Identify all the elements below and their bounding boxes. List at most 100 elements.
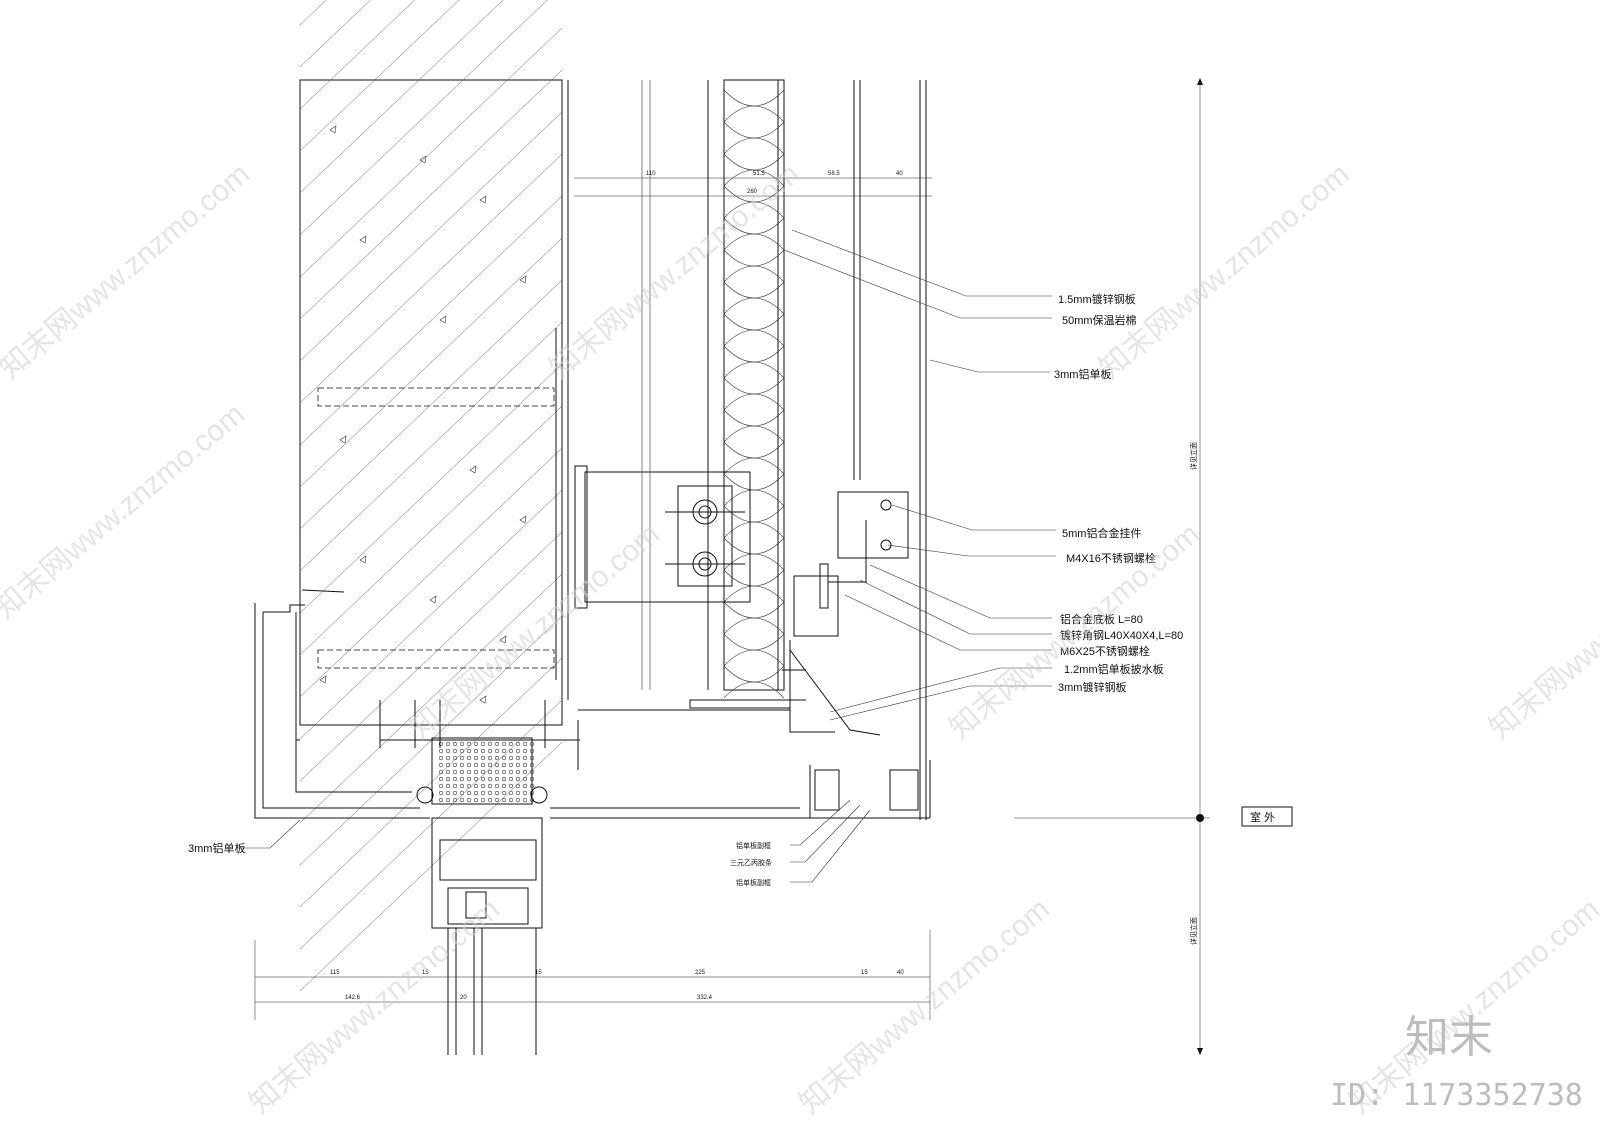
callout-label: 1.5mm镀锌钢板 (1058, 292, 1136, 306)
foam-dot (487, 790, 493, 796)
foam-dot (515, 741, 521, 747)
foam-dot (501, 769, 507, 775)
insulation-loop (723, 521, 785, 539)
insulation-loop (723, 137, 785, 155)
aggregate-mark (339, 435, 347, 444)
foam-dot (529, 741, 535, 747)
foam-dot (473, 783, 479, 789)
foam-dot (508, 776, 514, 782)
insulation-loop (723, 169, 785, 187)
foam-dot (494, 748, 500, 754)
brand-id: ID: 1173352738 (1330, 1078, 1583, 1113)
insulation-loop (723, 473, 785, 491)
foam-dot (445, 741, 451, 747)
foam-dot (480, 783, 486, 789)
bottom-dim-label: 15 (861, 970, 868, 976)
hatch-line (299, 363, 563, 614)
insulation-loop (723, 489, 785, 507)
callout-label-left: 3mm铝单板 (188, 841, 245, 855)
foam-dot (452, 783, 458, 789)
foam-dot (515, 769, 521, 775)
callout-leaders (240, 229, 1056, 883)
insulation-loop (723, 553, 785, 571)
hatch-line (299, 69, 563, 320)
foam-dot (515, 755, 521, 761)
foam-dot (445, 755, 451, 761)
foam-dot (466, 741, 472, 747)
aggregate-mark (499, 635, 507, 644)
foam-dot (529, 755, 535, 761)
hatch-line (299, 153, 563, 404)
foam-dot (473, 797, 479, 803)
bottom-frame (254, 603, 931, 819)
insulation-loop (723, 681, 785, 699)
hatch-line (299, 0, 548, 236)
foam-dot (459, 762, 465, 768)
foam-dot (501, 797, 507, 803)
foam-dot (452, 769, 458, 775)
foam-dot (494, 776, 500, 782)
foam-dot (452, 790, 458, 796)
insulation-loop (723, 617, 785, 635)
bottom-dim-label: 20 (460, 995, 467, 1001)
elevation-note: 详见立面 (1189, 917, 1198, 945)
foam-dot (487, 776, 493, 782)
elevation-axis: 详见立面 详见立面 室 外 (1014, 78, 1293, 1055)
insulation-loop (723, 633, 785, 651)
insulation-loop (723, 89, 785, 107)
foam-dot (445, 769, 451, 775)
bottom-dimension-rows: 115 15 15 225 15 40 142.6 20 332.4 (254, 930, 931, 1020)
watermark: 知末网www.znzmo.com (0, 158, 256, 386)
foam-dot (515, 748, 521, 754)
foam-dot (459, 797, 465, 803)
watermark: 知末网www.znzmo.com (543, 158, 806, 386)
callout-label-bottom: 铝单板副框 (736, 878, 771, 887)
insulation-loop (723, 329, 785, 347)
insulation-loop (723, 665, 785, 683)
foam-dot (438, 755, 444, 761)
foam-dot (438, 769, 444, 775)
insulation-loop (723, 537, 785, 555)
foam-dot (473, 769, 479, 775)
insulation-loop (723, 233, 785, 251)
hatch-line (299, 0, 416, 110)
foam-dot (501, 783, 507, 789)
foam-dot (438, 741, 444, 747)
bottom-dim-label: 115 (330, 970, 340, 976)
aggregate-mark (419, 155, 427, 164)
left-bottom-callouts: 3mm铝单板 铝单板副框 三元乙丙胶条 铝单板副框 (188, 841, 772, 887)
insulation-loop (723, 377, 785, 395)
insulation-loop (723, 505, 785, 523)
aggregate-mark (469, 465, 477, 474)
hatch-line (299, 27, 563, 278)
watermark: 知末网www.znzmo.com (243, 893, 506, 1121)
foam-dot (494, 755, 500, 761)
foam-dot (522, 776, 528, 782)
foam-dot (466, 790, 472, 796)
foam-dot (473, 748, 479, 754)
callout-label: 50mm保温岩棉 (1062, 313, 1137, 327)
foam-dot (473, 755, 479, 761)
foam-dot (487, 755, 493, 761)
foam-dot (522, 790, 528, 796)
hatch-line (299, 405, 563, 656)
top-dim-label: 110 (646, 171, 656, 177)
brand-logo: 知末 (1405, 1012, 1493, 1063)
foam-dot (459, 741, 465, 747)
foam-dot (508, 748, 514, 754)
top-dim-label: 58.5 (828, 171, 840, 177)
foam-dot (445, 748, 451, 754)
watermark: 知末网www.znzmo.com (403, 518, 666, 746)
hatch-line (299, 237, 563, 488)
hatch-line (299, 0, 460, 152)
foam-dot (445, 790, 451, 796)
foam-dot (501, 741, 507, 747)
foam-dot (487, 748, 493, 754)
callout-label: 镀锌角钢L40X40X4,L=80 (1060, 628, 1183, 642)
bottom-dim-label: 15 (535, 970, 542, 976)
foam-dot (501, 790, 507, 796)
insulation-loop (723, 281, 785, 299)
foam-dot (452, 797, 458, 803)
foam-dot (466, 755, 472, 761)
